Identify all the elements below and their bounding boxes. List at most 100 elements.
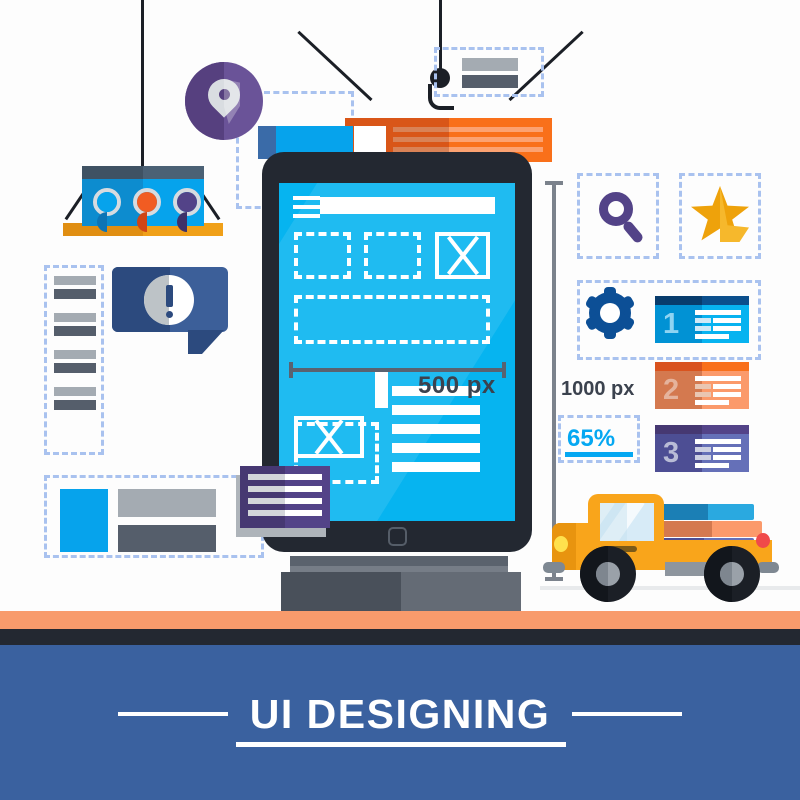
width-measure-line [289, 368, 506, 372]
wireframe-box-b [364, 232, 421, 279]
banner-title-row: UI DESIGNING [0, 688, 800, 740]
search-magnifier-icon[interactable] [599, 192, 633, 226]
card-line [695, 392, 711, 397]
numbered-card-1[interactable]: 1 [655, 296, 749, 343]
card-line [695, 326, 711, 331]
card-line [695, 376, 741, 381]
alert-bubble-tail [188, 330, 224, 354]
exclamation-dot [166, 311, 173, 318]
card-line [695, 447, 711, 452]
guide-box-percent [558, 415, 640, 463]
card-line [695, 384, 711, 389]
card-3-header [655, 425, 749, 434]
card-line [695, 455, 711, 460]
list-item-bar-top [54, 387, 96, 396]
tablet-stand-neck-light [290, 566, 508, 572]
card-line [713, 384, 741, 389]
list-item-bar-bottom [54, 363, 96, 373]
chip-bar-top [462, 58, 518, 71]
top-right-label-chip [462, 58, 518, 88]
card-1-header-shade [655, 296, 702, 305]
card-line [695, 334, 729, 339]
list-item[interactable] [54, 350, 96, 373]
percent-underline [565, 452, 633, 457]
hamburger-menu-icon[interactable] [293, 196, 320, 218]
bottom-banner [0, 645, 800, 800]
card-2-header-shade [655, 362, 702, 371]
ruler-cap-bottom [545, 577, 563, 581]
tablet-stand-base-shade [281, 572, 401, 611]
card-line [695, 310, 741, 315]
guide-box-gear-card [577, 280, 761, 360]
text-line [392, 405, 480, 415]
gear-hub [600, 303, 620, 323]
card-line [695, 463, 729, 468]
swatch-blue[interactable] [93, 188, 121, 232]
banner-line [393, 137, 543, 142]
tray-lid-shade [82, 166, 143, 179]
wireframe-wide-panel [294, 295, 490, 344]
wireframe-box-lower [294, 422, 379, 484]
card-3-number: 3 [663, 437, 680, 469]
orange-banner-lines [393, 127, 543, 152]
hanging-wire-left [141, 0, 144, 172]
banner-accent-strip [0, 611, 800, 629]
home-button-icon[interactable] [388, 527, 407, 546]
crane-hook-curve [428, 84, 454, 110]
swatch-purple[interactable] [173, 188, 201, 232]
card-line [713, 455, 741, 460]
cargo-orange [662, 521, 762, 537]
crane-cable [439, 0, 442, 72]
screen-text-lines [392, 386, 480, 472]
list-item-bar-top [54, 313, 96, 322]
width-measure-label: 500 px [418, 372, 496, 399]
left-card-bar-top [118, 489, 216, 517]
truck-front-bumper [543, 562, 565, 573]
height-measure-label: 1000 px [561, 378, 635, 400]
list-item-bar-bottom [54, 400, 96, 410]
card-line [248, 474, 322, 480]
banner-rule-right [572, 712, 683, 716]
banner-rule-left [117, 712, 228, 716]
swatch-orange[interactable] [133, 188, 161, 232]
ruler-cap-top [545, 181, 563, 185]
card-line [695, 439, 741, 444]
left-card-thumbnail [60, 489, 108, 552]
wireframe-box-a [294, 232, 351, 279]
tablet-stand-neck [290, 556, 508, 566]
banner-underline [236, 742, 566, 747]
card-line [248, 510, 322, 516]
orange-banner-thumbnail [354, 126, 386, 154]
list-item[interactable] [54, 276, 96, 299]
numbered-card-3[interactable]: 3 [655, 425, 749, 472]
truck-rear-bumper [757, 562, 779, 573]
screen-accent-bar [375, 368, 388, 408]
card-line [713, 392, 741, 397]
text-line [392, 443, 480, 453]
truck-running-board [665, 562, 715, 576]
page-title: UI DESIGNING [249, 690, 551, 737]
truck-taillight [756, 533, 770, 548]
numbered-card-2[interactable]: 2 [655, 362, 749, 409]
screen-search-bar[interactable] [320, 197, 495, 214]
truck-headlight [554, 536, 568, 552]
text-line [392, 424, 480, 434]
tablet-screen[interactable] [279, 183, 515, 521]
guide-box-star-icon [679, 173, 761, 259]
cargo-blue [662, 504, 754, 520]
ground-line [540, 586, 800, 590]
card-line [713, 326, 741, 331]
blue-tab-shade [258, 126, 276, 159]
list-item[interactable] [54, 313, 96, 336]
measure-cap-right [502, 362, 506, 378]
list-item-bar-top [54, 276, 96, 285]
percent-label: 65% [567, 425, 616, 452]
card-line [713, 447, 741, 452]
banner-line [393, 147, 543, 152]
left-wireframe-list [54, 276, 96, 446]
text-line [392, 386, 480, 396]
truck-wheel-rear [704, 546, 760, 602]
list-item[interactable] [54, 387, 96, 410]
card-2-number: 2 [663, 374, 680, 406]
